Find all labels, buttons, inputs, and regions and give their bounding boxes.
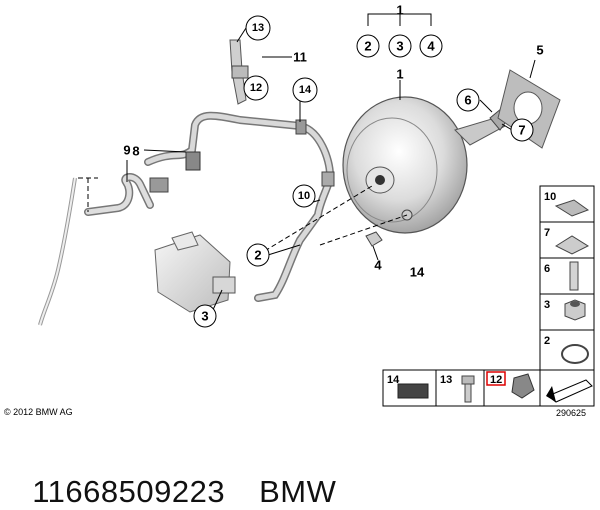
svg-text:12: 12: [490, 374, 502, 386]
svg-text:13: 13: [252, 22, 264, 34]
hex-nut: [365, 231, 383, 247]
svg-text:2: 2: [544, 335, 550, 347]
check-valve-hose: [84, 173, 169, 216]
clip-icon: [554, 199, 590, 217]
fluid-reservoir: [154, 231, 236, 313]
callout-10: 10: [292, 184, 316, 208]
svg-text:7: 7: [518, 123, 525, 138]
svg-text:14: 14: [299, 84, 312, 96]
mounting-clip: [229, 39, 249, 105]
svg-text:2: 2: [364, 39, 371, 54]
svg-text:9: 9: [123, 143, 130, 158]
brake-booster: [342, 96, 511, 234]
nut-icon: [564, 299, 586, 321]
bolt-icon: [569, 261, 579, 291]
vacuum-line-left: [38, 177, 77, 326]
callout-11: 11: [293, 50, 307, 65]
svg-text:13: 13: [440, 374, 452, 386]
svg-text:14: 14: [410, 265, 425, 280]
brand-name: BMW: [259, 474, 337, 509]
parts-diagram: 1 2 3 4 1 5 6 7 8 9 10 11 12 13 14 2 3 4…: [4, 3, 595, 418]
svg-text:10: 10: [298, 190, 310, 202]
svg-text:3: 3: [201, 309, 208, 324]
reference-number: 290625: [556, 408, 586, 418]
screw-head-icon: [461, 375, 475, 385]
svg-text:3: 3: [544, 299, 550, 311]
svg-text:8: 8: [132, 144, 139, 159]
svg-text:11: 11: [293, 50, 307, 65]
bottom-legend: 14 13 12: [382, 369, 595, 407]
svg-text:5: 5: [536, 43, 543, 58]
callout-14: 14: [292, 77, 318, 103]
svg-text:12: 12: [250, 82, 262, 94]
callout-4-top: 4: [419, 34, 443, 58]
o-ring-icon: [561, 344, 589, 364]
part-caption: 11668509223 BMW: [14, 438, 336, 510]
callout-13: 13: [245, 15, 271, 41]
copyright: © 2012 BMW AG: [4, 407, 73, 417]
callout-3-top: 3: [388, 34, 412, 58]
callout-9: 9: [123, 143, 130, 158]
callout-14-bottom: 14: [410, 265, 425, 280]
svg-text:1: 1: [396, 3, 403, 18]
dashed-guides: [78, 177, 408, 256]
callout-1-top: 1: [396, 3, 403, 18]
svg-text:2: 2: [254, 248, 261, 263]
svg-text:6: 6: [544, 263, 550, 275]
svg-text:14: 14: [387, 374, 400, 386]
svg-text:10: 10: [544, 191, 556, 203]
callout-2-mid: 2: [246, 243, 270, 267]
callout-12: 12: [243, 75, 269, 101]
callout-8: 8: [132, 144, 139, 159]
svg-text:4: 4: [427, 39, 435, 54]
highlight-box: [486, 371, 506, 386]
callout-6: 6: [456, 88, 480, 112]
callout-3-bottom: 3: [193, 304, 217, 328]
callout-5: 5: [536, 43, 543, 58]
side-legend: 10 7 6 3 2: [539, 185, 595, 371]
callout-4-bottom: 4: [374, 258, 382, 273]
callout-7: 7: [510, 118, 534, 142]
callout-1-main: 1: [396, 67, 403, 82]
foam-pad-icon: [397, 383, 429, 399]
svg-text:7: 7: [544, 227, 550, 239]
part-number: 11668509223: [32, 474, 226, 509]
svg-text:6: 6: [464, 93, 471, 108]
svg-text:3: 3: [396, 39, 403, 54]
bracket-icon: [554, 235, 590, 255]
callout-2-top: 2: [356, 34, 380, 58]
clamp-icon: [511, 373, 535, 399]
svg-text:4: 4: [374, 258, 382, 273]
leader-lines: [126, 6, 536, 313]
svg-text:1: 1: [396, 67, 403, 82]
